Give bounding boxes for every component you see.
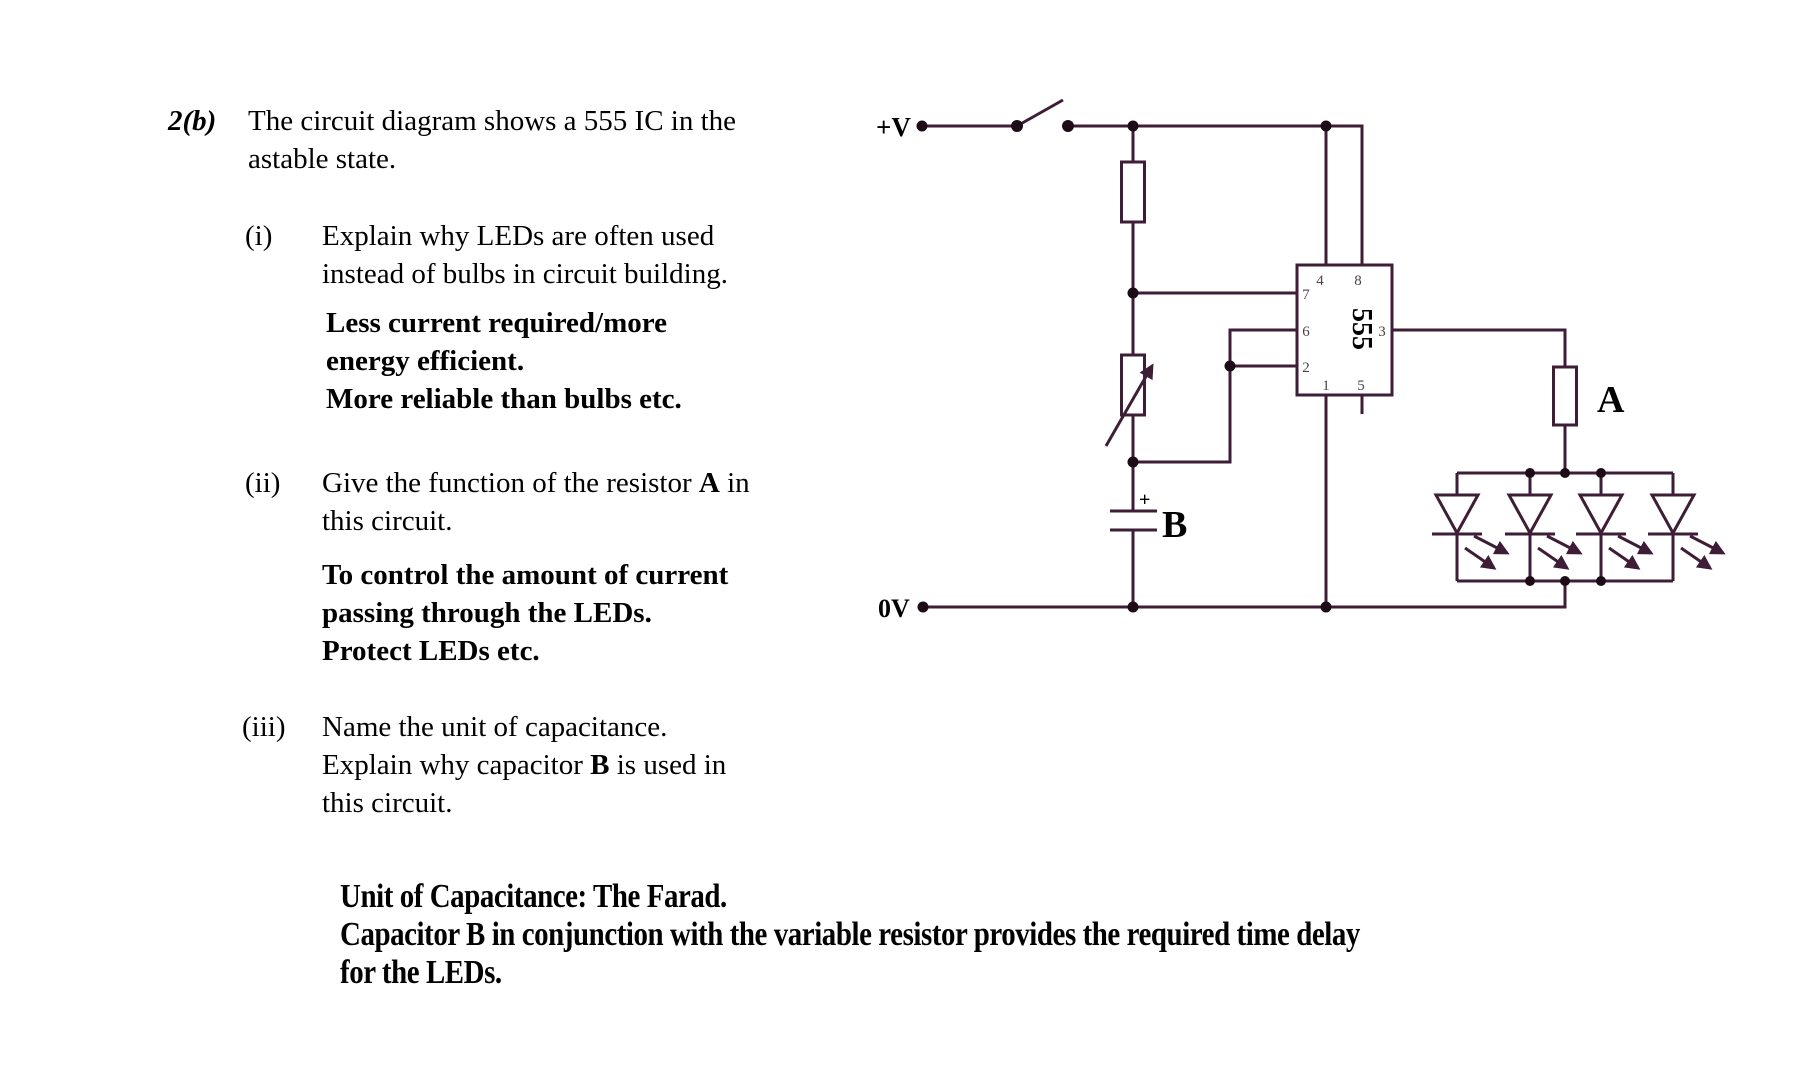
- part-iii-q2-bold-B: B: [590, 749, 610, 781]
- part-ii-q1-post: in: [719, 467, 750, 499]
- part-ii-question-line-2: this circuit.: [322, 505, 453, 537]
- part-i-answer-line-2: energy efficient.: [326, 345, 525, 377]
- variable-resistor-arrow: [1104, 363, 1154, 447]
- part-iii-answer-line-2: Capacitor B in conjunction with the vari…: [340, 916, 1360, 953]
- pin8-label: 8: [1354, 273, 1362, 289]
- positive-supply-rail: [922, 98, 1364, 265]
- pin2-label: 2: [1302, 360, 1310, 376]
- supply-label: +V: [876, 112, 911, 142]
- part-iii-label: (iii): [242, 711, 286, 743]
- pin5-label: 5: [1357, 378, 1365, 394]
- fixed-resistor: [1120, 160, 1146, 224]
- part-iii-q2-pre: Explain why capacitor: [322, 749, 591, 781]
- ground-label: 0V: [878, 594, 910, 623]
- part-ii-q1-bold-A: A: [698, 467, 720, 499]
- junction-dots: [916, 120, 1606, 613]
- pin-branch-wires: [1133, 291, 1297, 464]
- led-2: [1505, 473, 1583, 581]
- timing-chain: [1104, 126, 1157, 607]
- led-bank: [1432, 471, 1726, 583]
- pin7-label: 7: [1302, 287, 1310, 303]
- pin3-label: 3: [1378, 324, 1386, 340]
- output-branch: [1392, 328, 1578, 473]
- part-ii-q1-pre: Give the function of the resistor: [322, 467, 699, 499]
- pin4-label: 4: [1316, 273, 1324, 289]
- led-1: [1432, 473, 1510, 581]
- pin6-wire: [1133, 328, 1297, 464]
- intro-line-1: The circuit diagram shows a 555 IC in th…: [248, 105, 737, 137]
- pin3-wire: [1392, 328, 1567, 367]
- part-iii-question-line-1: Name the unit of capacitance.: [322, 711, 668, 743]
- part-ii-question-line-1: Give the function of the resistor A in: [322, 466, 750, 500]
- part-iii-question-line-3: this circuit.: [322, 787, 453, 819]
- part-ii-answer-line-2: passing through the LEDs.: [322, 597, 652, 629]
- ic-555-label: 555: [1346, 308, 1377, 350]
- part-ii-answer-line-1: To control the amount of current: [322, 559, 729, 591]
- part-ii-label: (ii): [245, 467, 281, 499]
- pin1-label: 1: [1322, 378, 1330, 394]
- led-4: [1648, 473, 1726, 581]
- capacitor-b-label: B: [1162, 504, 1187, 546]
- part-iii-q2-post: is used in: [609, 749, 727, 781]
- part-i-question-line-1: Explain why LEDs are often used: [322, 220, 715, 252]
- capacitor-polarity-sign: +: [1139, 489, 1150, 511]
- switch-blade: [1016, 98, 1064, 128]
- resistor-a: [1552, 365, 1578, 427]
- ic-555: 555 4 8 7 6 2 3 1 5: [1295, 263, 1394, 607]
- part-iii-answer-line-1: Unit of Capacitance: The Farad.: [340, 878, 727, 915]
- led-3: [1576, 473, 1654, 581]
- pin6-label: 6: [1302, 324, 1310, 340]
- part-iii-question-line-2: Explain why capacitor B is used in: [322, 748, 726, 782]
- part-i-answer-line-3: More reliable than bulbs etc.: [326, 383, 682, 415]
- question-number: 2(b): [168, 105, 217, 137]
- switch-pivot: [1011, 120, 1023, 132]
- part-ii-answer-line-3: Protect LEDs etc.: [322, 635, 540, 667]
- part-i-question-line-2: instead of bulbs in circuit building.: [322, 258, 728, 290]
- intro-line-2: astable state.: [248, 143, 397, 175]
- part-i-label: (i): [245, 220, 273, 252]
- part-i-answer-line-1: Less current required/more: [326, 307, 667, 339]
- ic-555-body: [1295, 263, 1394, 397]
- resistor-a-label: A: [1597, 379, 1625, 421]
- ground-rail: [923, 581, 1567, 609]
- part-iii-answer-line-3: for the LEDs.: [340, 954, 502, 991]
- switch-contact: [1062, 120, 1074, 132]
